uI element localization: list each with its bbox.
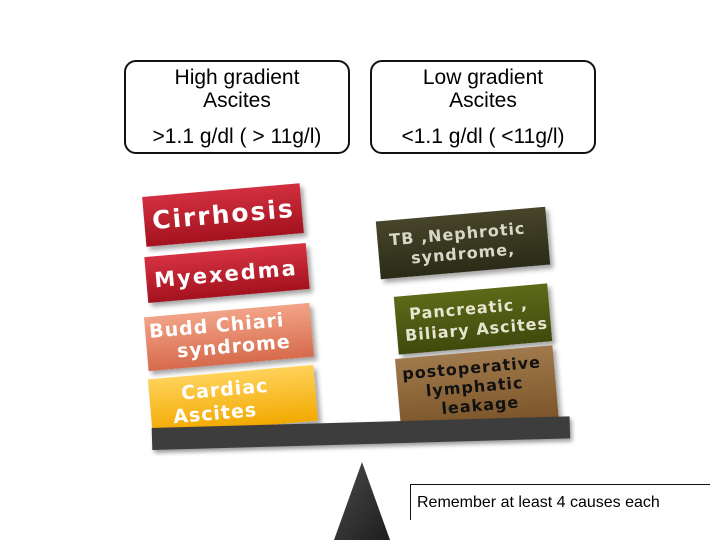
cause-myxedema: Myexedma (144, 243, 310, 303)
high-gradient-title-line1: High gradient (174, 66, 300, 89)
cause-tb-nephrotic: TB ,Nephrotic syndrome, (375, 206, 551, 280)
cause-cirrhosis: Cirrhosis (142, 183, 304, 247)
high-gradient-header: High gradient Ascites >1.1 g/dl ( > 11g/… (124, 60, 350, 154)
seesaw-fulcrum (334, 462, 390, 540)
low-gradient-title-line2: Ascites (449, 89, 517, 112)
cause-budd-chiari: Budd Chiari syndrome (143, 302, 315, 372)
low-gradient-threshold: <1.1 g/dl ( <11g/l) (401, 125, 565, 148)
high-gradient-title-line2: Ascites (203, 89, 271, 112)
reminder-note: Remember at least 4 causes each (410, 484, 710, 520)
low-gradient-header: Low gradient Ascites <1.1 g/dl ( <11g/l) (370, 60, 596, 154)
low-gradient-title-line1: Low gradient (422, 66, 544, 89)
cause-label: Cirrhosis (150, 193, 296, 236)
high-gradient-threshold: >1.1 g/dl ( > 11g/l) (152, 125, 322, 148)
cause-pancreatic-biliary: Pancreatic , Biliary Ascites (393, 283, 553, 355)
cause-label: Myexedma (153, 255, 299, 293)
